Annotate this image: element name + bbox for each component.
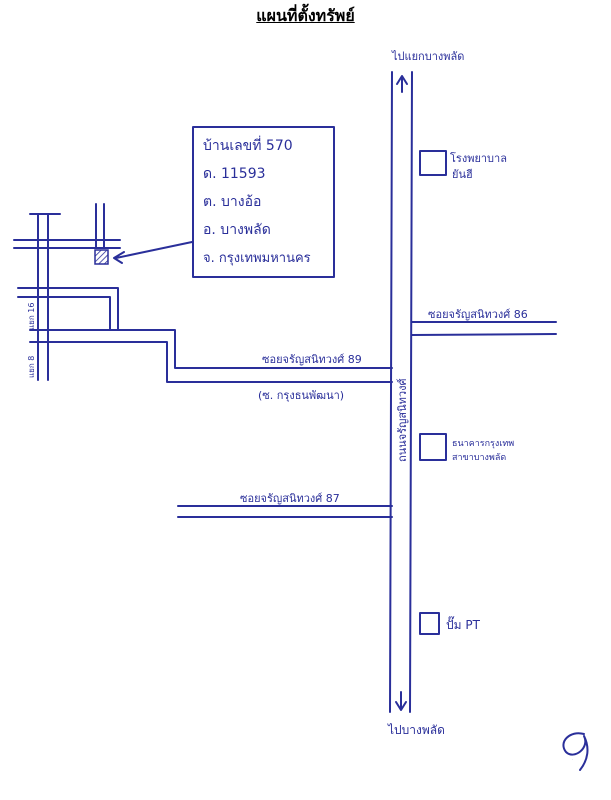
bottom-direction-label: ไปบางพลัด [387, 723, 445, 737]
property-plot [94, 249, 109, 265]
top-direction-label: ไปแยกบางพลัด [391, 50, 464, 63]
small-road-1-label: แยก 16 [27, 303, 36, 330]
gas-station-label: ปั๊ม PT [446, 616, 481, 632]
soi-89-label: ซอยจรัญสนิทวงศ์ 89 [262, 353, 362, 366]
hospital-marker [419, 150, 447, 176]
main-road-label: ถนนจรัญสนิทวงศ์ [396, 379, 409, 462]
soi-86-road-bottom [411, 333, 557, 336]
info-province: จ. กรุงเทพมหานคร [203, 251, 311, 266]
info-subdistrict: ต. บางอ้อ [203, 194, 261, 210]
arrow-up-icon [396, 75, 408, 93]
page-mark-icon [562, 732, 589, 771]
page-mark-label: 9 [572, 759, 573, 761]
main-road-left-edge [389, 71, 393, 713]
bank-label-line1: ธนาคารกรุงเทพ [452, 439, 514, 449]
pointer-arrow-icon [113, 241, 193, 264]
bank-label-line2: สาขาบางพลัด [452, 453, 506, 463]
small-road-2-label: แยก 8 [27, 356, 36, 378]
bank-marker [419, 433, 447, 461]
soi-87-label: ซอยจรัญสนิทวงศ์ 87 [240, 492, 340, 505]
soi-89-alias-label: (ซ. กรุงธนพัฒนา) [258, 389, 344, 402]
info-box [192, 126, 335, 278]
gas-station-marker [419, 612, 440, 635]
soi-89-road-top [29, 329, 393, 369]
info-house-no: บ้านเลขที่ 570 [203, 136, 293, 154]
info-deed-no: ด. 11593 [203, 166, 266, 182]
hospital-name-label: ยันฮี [452, 168, 473, 181]
arrow-down-icon [395, 691, 407, 711]
page-title: แผนที่ตั้งทรัพย์ [256, 6, 355, 25]
hospital-label: โรงพยาบาล [450, 151, 507, 165]
main-road-right-edge [409, 71, 413, 713]
soi-89-road-bottom [29, 341, 393, 383]
info-district: อ. บางพลัด [203, 222, 271, 238]
soi-86-label: ซอยจรัญสนิทวงศ์ 86 [428, 308, 528, 321]
connector-road-top [17, 287, 119, 331]
